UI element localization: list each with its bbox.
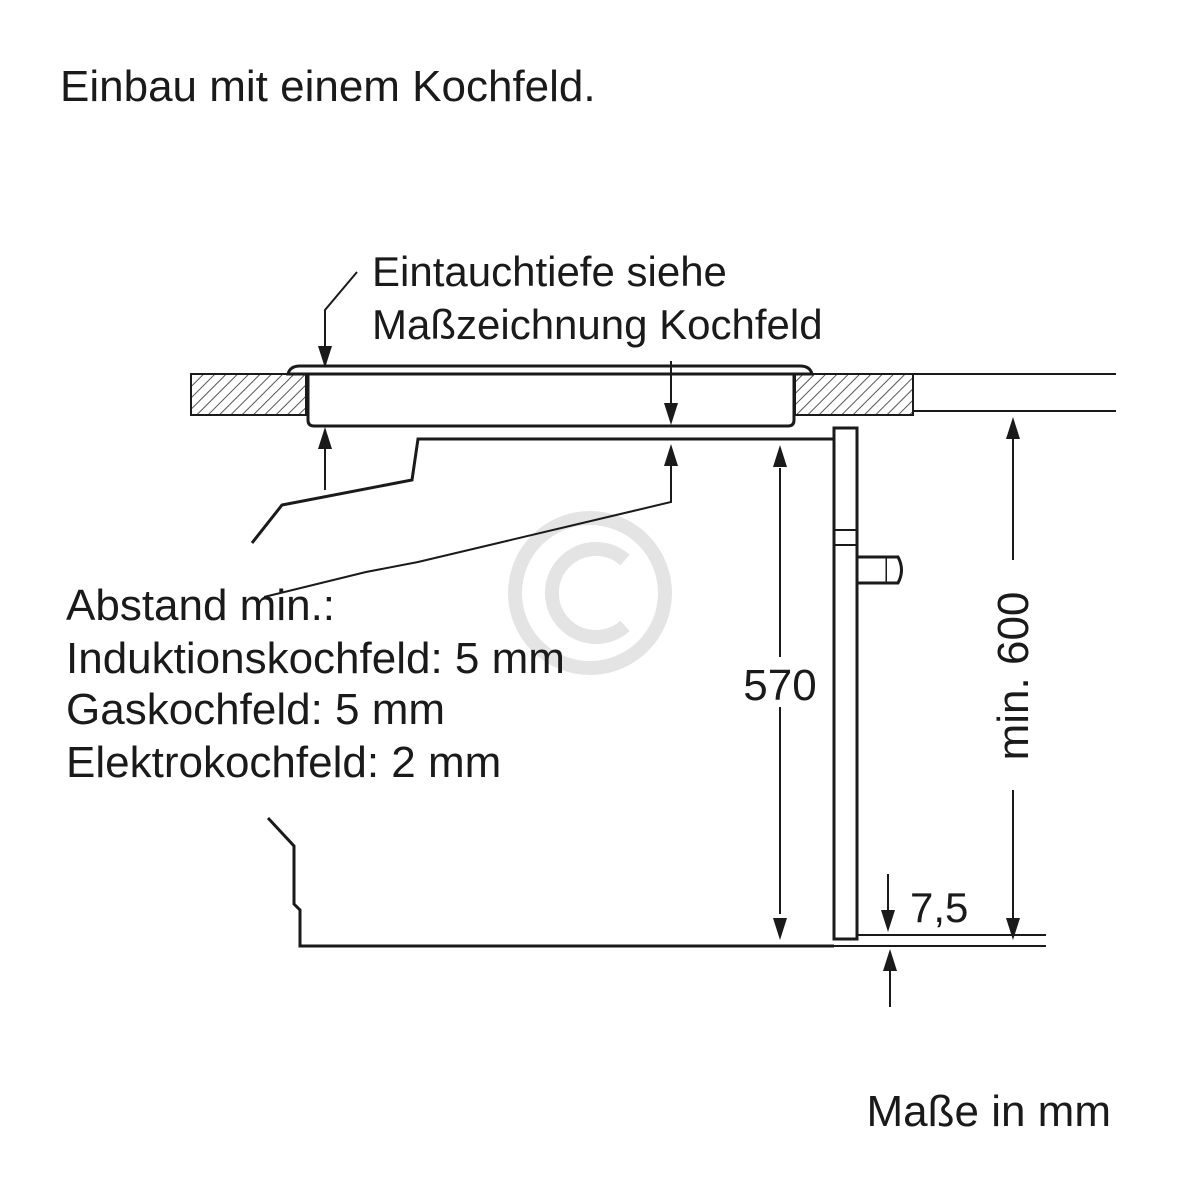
- cooktop: [286, 364, 814, 428]
- distance-heading: Abstand min.:: [66, 581, 335, 630]
- oven-height-label: 570: [743, 661, 816, 710]
- niche-height-label: min. 600: [989, 592, 1038, 761]
- oven-door-front: [832, 426, 859, 941]
- clearance-arrows: [263, 361, 678, 598]
- diagram-title: Einbau mit einem Kochfeld.: [60, 62, 596, 111]
- units-note: Maße in mm: [867, 1087, 1111, 1136]
- countertop-left-section: [190, 373, 307, 416]
- immersion-depth-callout: [318, 271, 358, 368]
- distance-gas: Gaskochfeld: 5 mm: [66, 685, 445, 734]
- offset-dimension: [834, 874, 1046, 1007]
- oven-height-dimension: [736, 445, 826, 940]
- distance-electric: Elektrokochfeld: 2 mm: [66, 738, 501, 787]
- countertop: [190, 373, 1116, 416]
- callout-line-1: Eintauchtiefe siehe: [372, 248, 727, 295]
- niche-height-dimension: [1006, 417, 1020, 940]
- oven-knob: [855, 555, 903, 585]
- distance-induction: Induktionskochfeld: 5 mm: [66, 634, 565, 683]
- copyright-icon: [508, 511, 672, 675]
- oven-body: [250, 426, 859, 948]
- countertop-right-section: [794, 373, 914, 416]
- callout-line-2: Maßzeichnung Kochfeld: [372, 301, 823, 348]
- offset-label: 7,5: [910, 884, 968, 931]
